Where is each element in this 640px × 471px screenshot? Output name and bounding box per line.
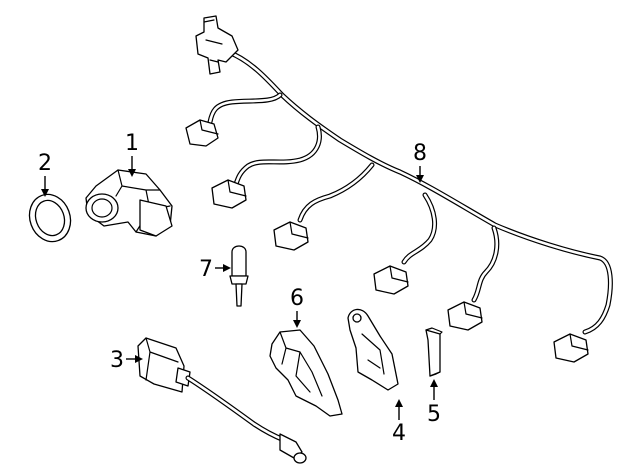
- parking-sensor[interactable]: [85, 169, 173, 237]
- callout-1: 1: [125, 131, 139, 177]
- callout-2: 2: [38, 151, 52, 197]
- callout-5: 5: [427, 379, 441, 427]
- small-sensor[interactable]: [229, 245, 249, 307]
- retaining-clip[interactable]: [425, 327, 443, 377]
- callout-8: 8: [413, 141, 427, 183]
- callout-label-3: 3: [110, 348, 124, 373]
- callout-label-6: 6: [290, 286, 304, 311]
- harness-connector-e: [447, 301, 483, 331]
- callout-7: 7: [199, 257, 231, 282]
- wiring-harness[interactable]: [185, 15, 613, 363]
- callout-label-1: 1: [125, 131, 139, 156]
- control-module[interactable]: [137, 337, 307, 464]
- harness-connector-b: [211, 179, 247, 209]
- sensor-retaining-ring[interactable]: [23, 189, 77, 248]
- callout-label-7: 7: [199, 257, 213, 282]
- mounting-bracket[interactable]: [347, 308, 399, 391]
- callout-label-2: 2: [38, 151, 52, 176]
- callout-label-5: 5: [427, 402, 441, 427]
- callout-label-8: 8: [413, 141, 427, 166]
- callout-6: 6: [290, 286, 304, 328]
- harness-connector-a: [185, 119, 219, 147]
- harness-connector-c: [273, 221, 309, 251]
- callout-3: 3: [110, 348, 143, 373]
- harness-connector-f: [553, 333, 589, 363]
- harness-connector-d: [373, 265, 409, 295]
- callout-label-4: 4: [392, 421, 406, 446]
- sensor-bracket[interactable]: [269, 329, 343, 417]
- callout-4: 4: [392, 399, 406, 446]
